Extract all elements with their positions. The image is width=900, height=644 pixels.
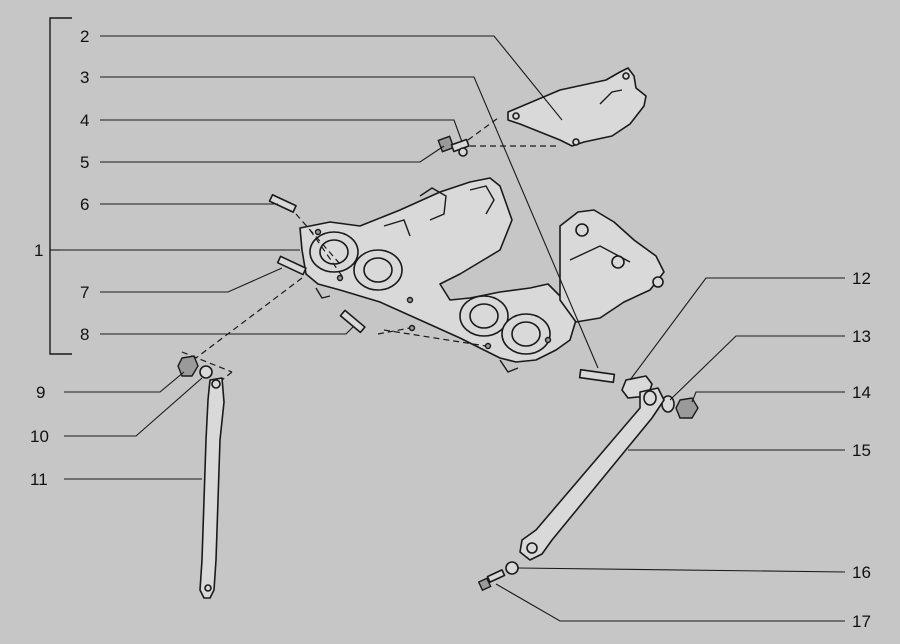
exhaust-manifold (299, 177, 665, 373)
callout-16: 16 (852, 563, 871, 582)
callout-13: 13 (852, 327, 871, 346)
callout-numbers: 1 2 3 4 5 6 7 8 9 10 11 12 13 14 15 16 1… (30, 27, 871, 631)
callout-8: 8 (80, 325, 89, 344)
callout-12: 12 (852, 269, 871, 288)
callout-5: 5 (80, 153, 89, 172)
nut-9 (177, 355, 199, 377)
callout-11: 11 (30, 470, 48, 489)
callout-3: 3 (80, 68, 89, 87)
support-bracket-15 (519, 387, 665, 561)
callout-15: 15 (852, 441, 871, 460)
stud-8 (339, 309, 366, 334)
assembly-bracket (49, 17, 300, 355)
callout-9: 9 (36, 383, 45, 402)
callout-17: 17 (852, 612, 871, 631)
callout-7: 7 (80, 283, 89, 302)
callout-14: 14 (852, 383, 871, 402)
callout-10: 10 (30, 427, 49, 446)
nut-14 (675, 397, 699, 419)
washer-10 (199, 365, 213, 379)
washer-16 (505, 561, 519, 575)
stud-6 (268, 193, 297, 213)
stud-3 (578, 368, 616, 384)
stud-7 (276, 255, 307, 276)
callout-6: 6 (80, 195, 89, 214)
strap-11 (199, 377, 225, 599)
bolt-17 (477, 569, 506, 592)
callout-4: 4 (80, 111, 89, 130)
heat-shield (507, 67, 647, 147)
callout-2: 2 (80, 27, 89, 46)
callout-1: 1 (34, 241, 43, 260)
leader-lines (64, 35, 846, 622)
